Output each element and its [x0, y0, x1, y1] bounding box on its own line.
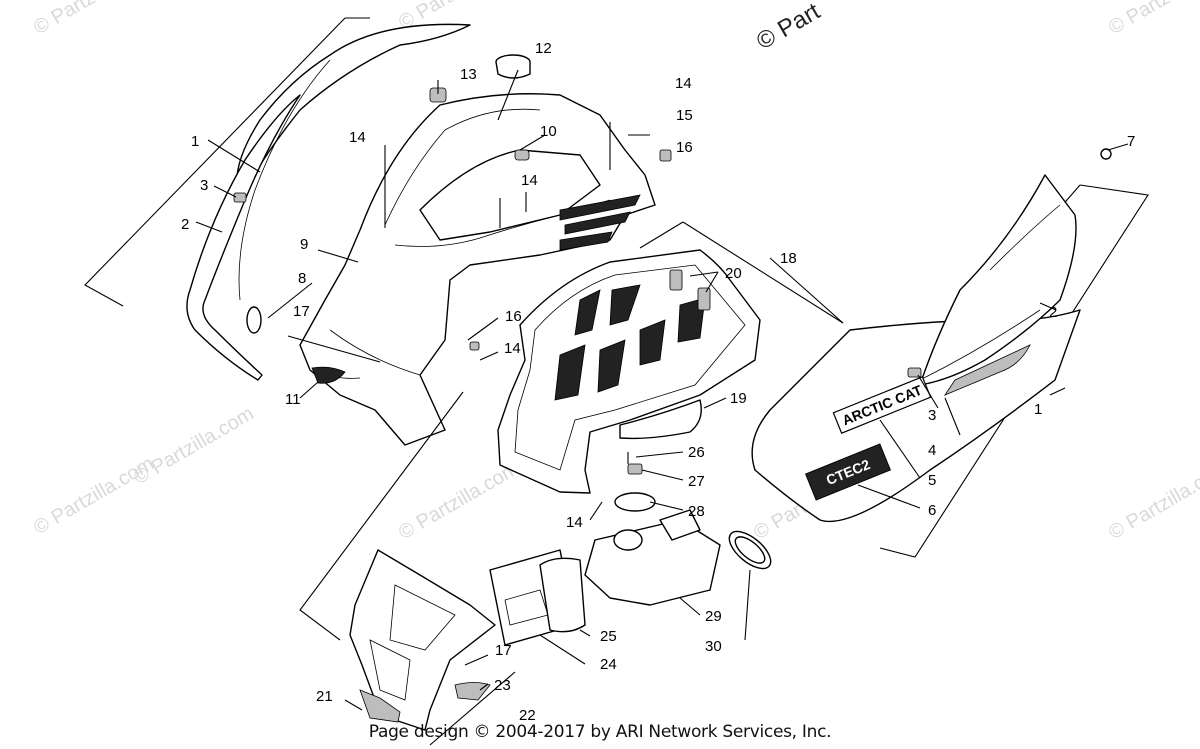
- callout-9: 9: [300, 236, 308, 253]
- callout-14: 14: [675, 75, 692, 92]
- callout-28: 28: [688, 503, 705, 520]
- callout-14: 14: [504, 340, 521, 357]
- callout-16: 16: [676, 139, 693, 156]
- callout-15: 15: [676, 107, 693, 124]
- nose-cowl: [287, 54, 672, 446]
- callout-6: 6: [928, 502, 936, 519]
- callout-13: 13: [460, 66, 477, 83]
- callout-11: 11: [285, 391, 301, 408]
- ctec2-badge: CTEC2: [805, 443, 891, 501]
- callout-7: 7: [1127, 133, 1135, 150]
- copyright-footer: Page design © 2004-2017 by ARI Network S…: [368, 722, 832, 742]
- left-windshield-group: [84, 17, 471, 381]
- callout-5: 5: [928, 472, 936, 489]
- callout-22: 22: [519, 707, 536, 724]
- callout-16: 16: [505, 308, 522, 325]
- callout-8: 8: [298, 270, 306, 287]
- callout-17: 17: [495, 642, 512, 659]
- callout-14: 14: [349, 129, 366, 146]
- callout-3: 3: [200, 177, 208, 194]
- callout-21: 21: [316, 688, 333, 705]
- callout-29: 29: [705, 608, 722, 625]
- callout-4: 4: [928, 442, 936, 459]
- intake-group: [299, 391, 772, 746]
- callout-17: 17: [293, 303, 310, 320]
- callout-18: 18: [780, 250, 797, 267]
- callout-23: 23: [494, 677, 511, 694]
- callout-2: 2: [1049, 304, 1057, 321]
- callout-1: 1: [191, 133, 199, 150]
- callout-3: 3: [928, 407, 936, 424]
- callout-19: 19: [730, 390, 747, 407]
- callout-24: 24: [600, 656, 617, 673]
- airbox-group: [497, 221, 844, 494]
- callout-27: 27: [688, 473, 705, 490]
- callout-30: 30: [705, 638, 722, 655]
- callout-1: 1: [1034, 401, 1042, 418]
- callout-14: 14: [521, 172, 538, 189]
- callout-labels: 1 1 2 2 3 3 4 5 6 7 8 9 10 11 12 13 14 1…: [181, 40, 1135, 724]
- callout-2: 2: [181, 216, 189, 233]
- callout-10: 10: [540, 123, 557, 140]
- callout-20: 20: [725, 265, 742, 282]
- callout-26: 26: [688, 444, 705, 461]
- callout-12: 12: [535, 40, 552, 57]
- right-hood-group: ARCTIC CAT CTEC2: [751, 143, 1149, 558]
- callout-14: 14: [566, 514, 583, 531]
- callout-25: 25: [600, 628, 617, 645]
